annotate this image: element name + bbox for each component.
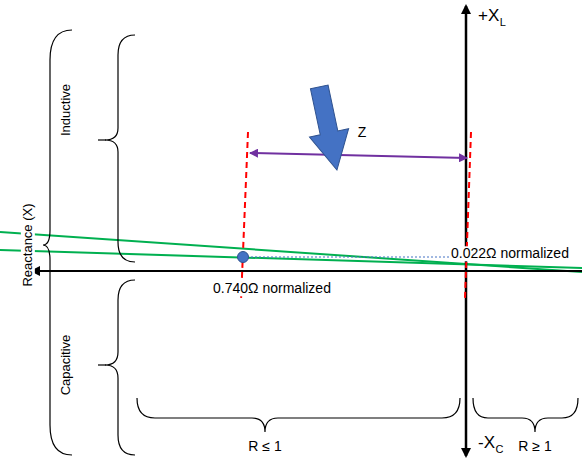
red-dashed-line — [465, 132, 471, 298]
bracket-tick — [98, 364, 106, 365]
region-label: Capacitive — [59, 335, 73, 396]
bracket — [105, 280, 135, 455]
value-label: 0.740Ω normalized — [211, 281, 333, 296]
impedance-arrow — [250, 153, 467, 158]
axis-label: -X — [478, 434, 495, 453]
axis-subscript: L — [500, 16, 506, 28]
axis-label: +X — [478, 7, 499, 26]
bracket — [473, 398, 578, 432]
green-line — [0, 232, 582, 272]
bracket-tick — [98, 139, 106, 140]
pointer-arrow — [300, 83, 357, 174]
impedance-label: Z — [358, 125, 367, 140]
resistance-axis — [32, 270, 582, 272]
value-label: 0.022Ω normalized — [449, 246, 571, 261]
range-label: R ≤ 1 — [248, 439, 281, 454]
red-dashed-line — [241, 132, 248, 300]
dotted-line — [243, 257, 466, 258]
region-label: Inductive — [59, 84, 73, 136]
bracket — [137, 398, 460, 432]
impedance-point — [238, 252, 249, 263]
reactance-axis — [465, 6, 468, 250]
range-label: R ≥ 1 — [518, 439, 551, 454]
axis-subscript: C — [496, 443, 504, 455]
axis-title: Reactance (X) — [21, 201, 35, 288]
bracket — [105, 35, 135, 262]
reactance-axis — [465, 250, 468, 456]
